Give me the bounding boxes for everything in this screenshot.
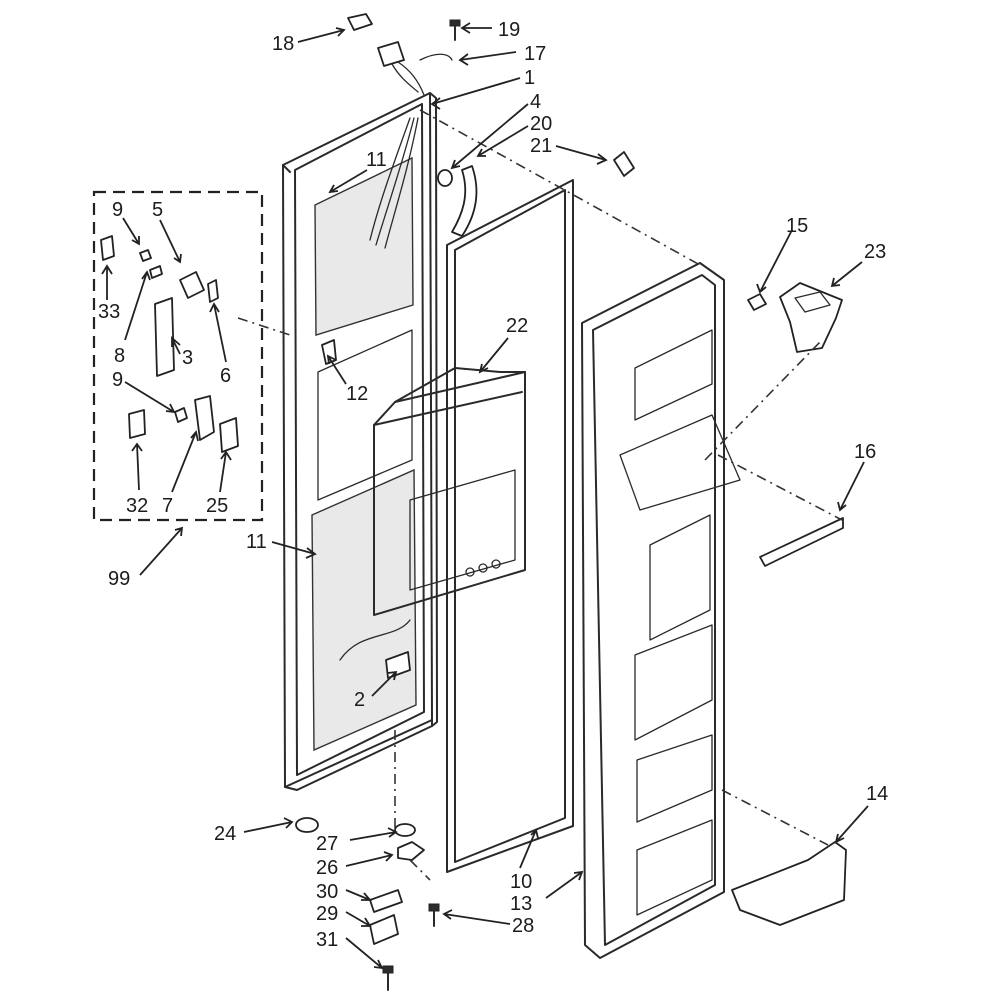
callout-21: 21 [530,135,552,157]
door-bin-14 [731,841,847,926]
callout-4: 4 [530,91,541,113]
alignment-lines [237,109,843,881]
callout-13: 13 [510,893,532,915]
leader-arrows [101,22,869,970]
plate-30 [369,889,403,913]
screw-28 [428,903,440,927]
callout-32: 32 [126,495,148,517]
callout-6: 6 [220,365,231,387]
callout-9-lower: 9 [112,369,123,391]
bracket-29 [369,914,399,945]
wire-plug-17 [377,41,453,96]
callout-31: 31 [316,929,338,951]
screw-31 [382,965,394,991]
screw-19 [449,19,461,41]
clip-15 [747,293,767,311]
cap-21 [613,151,635,177]
callout-99: 99 [108,568,130,590]
callout-19: 19 [498,19,520,41]
retainer-2 [385,651,411,679]
tube-20 [451,165,478,237]
hinge-26 [397,841,425,861]
kit-99-parts [100,235,239,453]
callout-26: 26 [316,857,338,879]
callout-18: 18 [272,33,294,55]
callout-28: 28 [512,915,534,937]
callout-25: 25 [206,495,228,517]
callout-15: 15 [786,215,808,237]
callout-23: 23 [864,241,886,263]
callout-17: 17 [524,43,546,65]
callout-3: 3 [182,347,193,369]
callout-33: 33 [98,301,120,323]
chute-23 [779,282,843,353]
callout-10: 10 [510,871,532,893]
callout-22: 22 [506,315,528,337]
callout-29: 29 [316,903,338,925]
washer-27 [394,823,416,837]
bumper-24 [295,817,319,833]
callout-11-upper: 11 [366,149,387,171]
kit-99-box [92,190,264,522]
callout-7: 7 [162,495,173,517]
callout-2: 2 [354,689,365,711]
callout-labels: 18 19 17 1 4 20 21 11 9 5 33 8 3 6 9 32 … [98,19,888,951]
inner-door-liner-13 [581,262,741,959]
callout-11-lower: 11 [246,531,267,553]
callout-16: 16 [854,441,876,463]
callout-24: 24 [214,823,236,845]
callout-14: 14 [866,783,888,805]
callout-5: 5 [152,199,163,221]
callout-9-upper: 9 [112,199,123,221]
callout-12: 12 [346,383,368,405]
callout-27: 27 [316,833,338,855]
connector-18 [347,13,373,31]
plug-4 [437,169,453,187]
callout-20: 20 [530,113,552,135]
callout-30: 30 [316,881,338,903]
trim-strip-16 [759,517,844,567]
outer-door-panel [282,92,438,791]
door-gasket-10 [446,179,574,873]
callout-8: 8 [114,345,125,367]
callout-1: 1 [524,67,535,89]
